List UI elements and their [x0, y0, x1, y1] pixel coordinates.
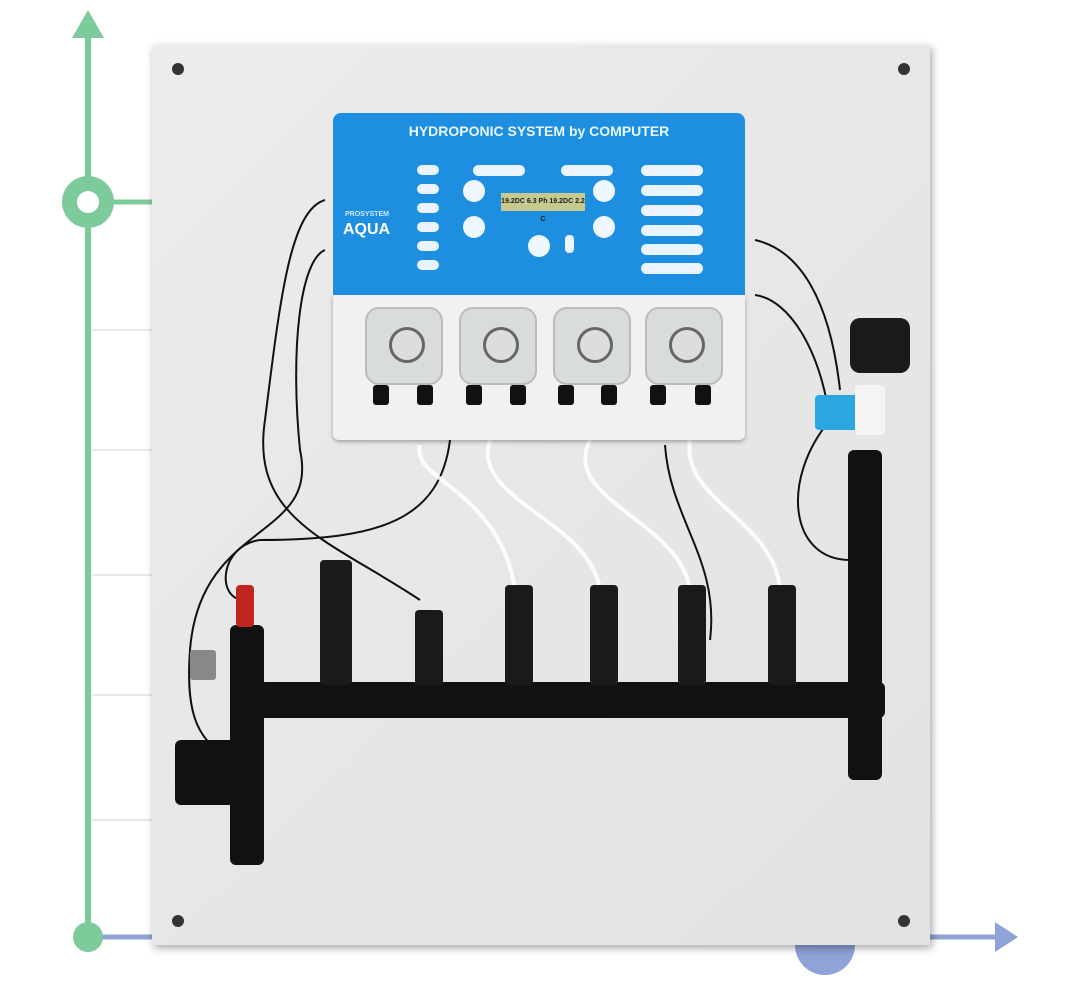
indicator-led [417, 241, 439, 251]
cable [188, 249, 326, 761]
indicator-led [641, 205, 703, 216]
indicator-led [561, 165, 613, 176]
gridlines [92, 329, 152, 821]
injection-fitting [505, 585, 533, 685]
screw-icon [898, 915, 910, 927]
injection-fitting [678, 585, 706, 685]
dosing-tube [687, 439, 782, 591]
controller-title: HYDROPONIC SYSTEM by COMPUTER [408, 123, 670, 139]
cable [664, 444, 713, 641]
peristaltic-pump [459, 307, 537, 385]
power-switch[interactable] [565, 235, 574, 253]
brand-logo: AQUA [343, 221, 391, 238]
reset-button[interactable] [528, 235, 550, 257]
down-button[interactable] [463, 180, 485, 202]
vertical-arrow-head [72, 10, 104, 38]
pump-rotor [483, 327, 519, 363]
pump-rotor [389, 327, 425, 363]
enter-button[interactable] [593, 216, 615, 238]
indicator-led [473, 165, 525, 176]
dosing-tube [417, 444, 517, 591]
injection-fitting [768, 585, 796, 685]
tee-fitting [855, 385, 885, 435]
pump-nozzle [650, 385, 666, 405]
vertical-pipe-left [230, 625, 264, 865]
indicator-led [417, 260, 439, 270]
pump-nozzle [466, 385, 482, 405]
up-button[interactable] [593, 180, 615, 202]
pump-nozzle [601, 385, 617, 405]
screw-icon [898, 63, 910, 75]
pump-rotor [577, 327, 613, 363]
pump-nozzle [558, 385, 574, 405]
indicator-led [641, 165, 703, 176]
cable [224, 439, 451, 601]
brand-small: PROSYSTEM [345, 211, 389, 218]
axis-marker-circle-center [77, 191, 99, 213]
dosing-tube [485, 439, 602, 591]
probe-fitting [320, 560, 352, 685]
lcd-display: 19.2DC 6.3 Ph 19.2DC 2.2 C [501, 193, 585, 223]
peristaltic-pump [645, 307, 723, 385]
injection-fitting [415, 610, 443, 685]
indicator-led [417, 165, 439, 175]
flow-sensor [815, 395, 860, 430]
indicator-led [641, 244, 703, 255]
peristaltic-pump [553, 307, 631, 385]
sensor-plug [190, 650, 216, 680]
injection-fitting [590, 585, 618, 685]
pump-nozzle [695, 385, 711, 405]
pipe-manifold [235, 682, 885, 718]
peristaltic-pump [365, 307, 443, 385]
axis-marker-semicircle [795, 945, 855, 975]
menu-button[interactable] [463, 216, 485, 238]
indicator-led [641, 185, 703, 196]
pump-nozzle [373, 385, 389, 405]
indicator-led [417, 203, 439, 213]
elbow-fitting [175, 740, 235, 805]
pump-rotor [669, 327, 705, 363]
vertical-pipe-right [848, 450, 882, 780]
red-probe [236, 585, 254, 627]
dosing-tube [583, 439, 692, 591]
indicator-led [641, 263, 703, 274]
cable [754, 239, 841, 391]
pump-housing [333, 295, 745, 440]
axis-origin-dot [73, 922, 103, 952]
pump-nozzle [510, 385, 526, 405]
screw-icon [172, 915, 184, 927]
indicator-led [641, 225, 703, 236]
pump-nozzle [417, 385, 433, 405]
controller-unit: HYDROPONIC SYSTEM by COMPUTER PROSYSTEM … [333, 113, 745, 295]
cable [262, 199, 421, 601]
indicator-led [417, 184, 439, 194]
elbow-inlet [850, 318, 910, 373]
horizontal-arrow-head [995, 922, 1018, 952]
indicator-led [417, 222, 439, 232]
screw-icon [172, 63, 184, 75]
